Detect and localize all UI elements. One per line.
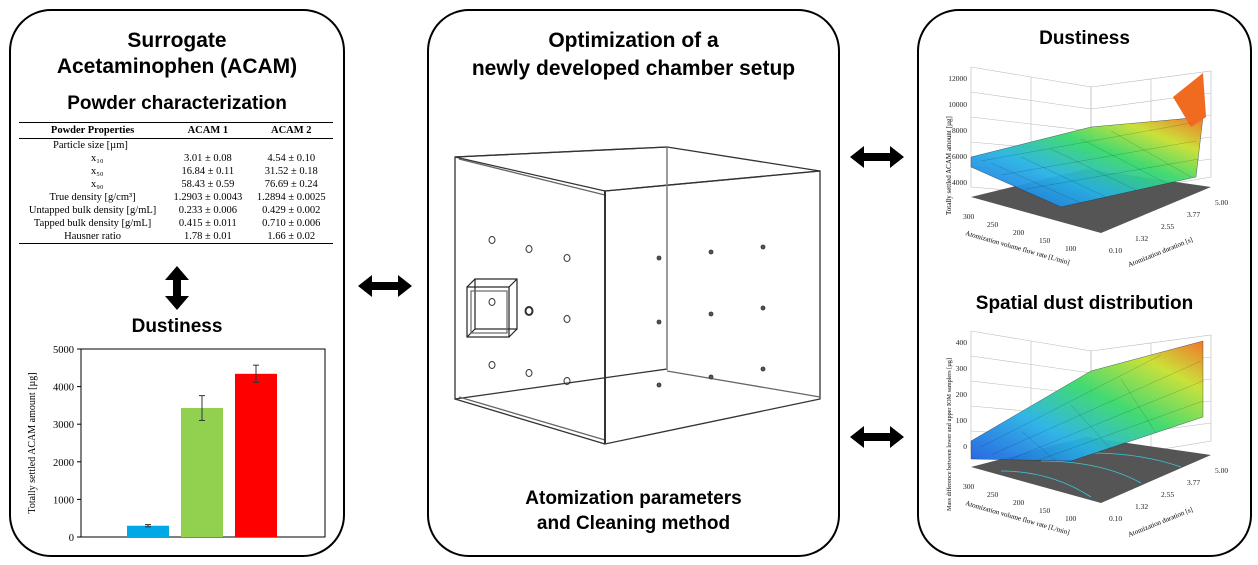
y-tick-label: 4000 [53,383,74,394]
row-acam1-value: 1.78 ± 0.01 [166,230,250,244]
bottom-y-tick: 250 [987,490,999,499]
bottom-x-tick: 2.55 [1161,490,1174,499]
top-x-tick: 2.55 [1161,222,1174,231]
bottom-x-tick: 1.32 [1135,502,1148,511]
y-axis-label: Totally settled ACAM amount [µg] [27,372,38,513]
bottom-y-tick: 200 [1013,498,1025,507]
top-y-tick: 200 [1013,228,1025,237]
bottom-z-tick: 400 [956,338,968,347]
table-header-acam1: ACAM 1 [166,122,250,139]
row-acam1-value: 0.415 ± 0.011 [178,218,237,229]
row-acam2-value [250,139,333,153]
table-row: Particle size [µm] [19,139,333,153]
row-label: Untapped bulk density [g/mL] [28,205,157,216]
row-acam1-value: 1.2903 ± 0.0043 [173,192,243,203]
right-bottom-title: Spatial dust distribution [975,293,1194,314]
table-row: Tapped bulk density [g/mL] 0.415 ± 0.011 0… [19,217,333,230]
center-title-line1: Optimization of a [548,29,719,52]
table-row: x₉₀ 58.43 ± 0.59 76.69 ± 0.24 [19,178,333,191]
y-tick-label: 3000 [53,420,74,431]
top-y-tick: 100 [1065,244,1077,253]
bar [181,408,223,537]
top-z-tick: 8000 [952,126,967,135]
center-title-line2: newly developed chamber setup [471,57,796,80]
left-panel: Surrogate Acetaminophen (ACAM) Powder ch… [9,9,345,557]
left-title-line1: Surrogate [127,29,227,52]
left-center-double-arrow-icon [358,275,412,297]
table-row: x₁₀ 3.01 ± 0.08 4.54 ± 0.10 [19,152,333,165]
right-top-title: Dustiness [1039,28,1130,49]
top-z-tick: 10000 [948,100,967,109]
bottom-x-tick: 3.77 [1187,478,1200,487]
row-acam2-value: 76.69 ± 0.24 [264,179,318,190]
row-acam1-value: 3.01 ± 0.08 [183,153,232,164]
bottom-z-tick: 100 [956,416,968,425]
y-tick-label: 1000 [53,495,74,506]
row-acam1-value [166,139,249,153]
top-y-tick: 250 [987,220,999,229]
top-x-tick: 3.77 [1187,210,1200,219]
center-footer-line1: Atomization parameters [525,488,742,509]
y-tick-label: 2000 [53,458,74,469]
row-acam1-value: 16.84 ± 0.11 [181,166,235,177]
bottom-z-tick: 200 [956,390,968,399]
center-panel: Optimization of a newly developed chambe… [427,9,840,557]
left-title-line2: Acetaminophen (ACAM) [56,55,298,78]
bar [127,525,169,537]
table-row: True density [g/cm³] 1.2903 ± 0.0043 1.289… [19,191,333,204]
row-acam2-value: 31.52 ± 0.18 [264,166,318,177]
center-right-bottom-double-arrow-icon [850,426,904,448]
right-panel: Dustiness Spatial dust distribution [917,9,1252,557]
top-x-tick: 0.10 [1109,246,1122,255]
top-z-axis-label: Totally settled ACAM amount [µg] [945,116,953,215]
top-z-tick: 12000 [948,74,967,83]
row-acam2-value: 0.710 ± 0.006 [262,218,321,229]
bottom-y-tick: 150 [1039,506,1051,515]
row-acam2-value: 1.66 ± 0.02 [249,230,333,244]
y-tick-label: 0 [69,533,74,544]
spatial-distribution-surface-plot: 0 100 200 300 400 300 250 200 150 100 5.… [946,330,1228,539]
row-label: x₉₀ [91,179,104,190]
powder-properties-table: Powder Properties ACAM 1 ACAM 2 Particle… [19,122,333,244]
row-acam2-value: 1.2894 ± 0.0025 [256,192,326,203]
bottom-y-tick: 300 [963,482,975,491]
powder-characterization-heading: Powder characterization [67,93,287,114]
bar [235,373,277,537]
row-label: Hausner ratio [19,230,167,244]
row-label: Particle size [µm] [53,140,128,151]
bottom-x-tick: 0.10 [1109,514,1122,523]
row-acam1-value: 58.43 ± 0.59 [181,179,235,190]
row-label: x₁₀ [91,153,104,164]
center-right-top-double-arrow-icon [850,146,904,168]
bottom-z-axis-label: Mass difference between lower and upper … [946,358,953,511]
top-x-tick: 5.00 [1215,198,1228,207]
table-header-acam2: ACAM 2 [249,122,333,139]
row-acam1-value: 0.233 ± 0.006 [178,205,237,216]
row-acam2-value: 0.429 ± 0.002 [262,205,321,216]
dustiness-surface-plot: 4000 6000 8000 10000 12000 300 250 200 1… [945,66,1228,269]
table-row: Untapped bulk density [g/mL] 0.233 ± 0.00… [19,204,333,217]
top-y-tick: 150 [1039,236,1051,245]
row-label: True density [g/cm³] [49,192,136,203]
top-z-tick: 6000 [952,152,967,161]
row-label: Tapped bulk density [g/mL] [33,218,152,229]
row-acam2-value: 4.54 ± 0.10 [267,153,316,164]
table-row: x₅₀ 16.84 ± 0.11 31.52 ± 0.18 [19,165,333,178]
row-label: x₅₀ [91,166,104,177]
y-tick-label: 5000 [53,345,74,356]
top-z-tick: 4000 [952,178,967,187]
top-x-tick: 1.32 [1135,234,1148,243]
bottom-z-tick: 0 [963,442,967,451]
chamber-setup-diagram [454,146,821,445]
bottom-x-tick: 5.00 [1215,466,1228,475]
left-dustiness-title: Dustiness [131,316,223,337]
center-footer-line2: and Cleaning method [536,513,731,534]
vertical-double-arrow-icon [165,266,189,310]
bottom-y-tick: 100 [1065,514,1077,523]
bottom-z-tick: 300 [956,364,968,373]
top-y-tick: 300 [963,212,975,221]
table-header-properties: Powder Properties [19,122,167,139]
